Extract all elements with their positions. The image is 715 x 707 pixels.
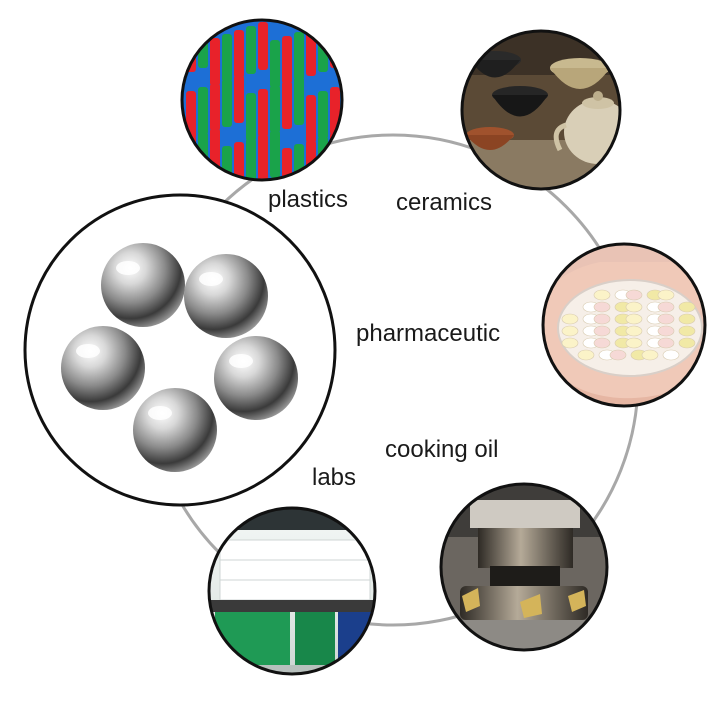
- label-labs: labs: [312, 464, 357, 491]
- pharmaceutic-image: [543, 244, 705, 406]
- steel-ball: [214, 336, 298, 420]
- label-pharmaceutic: pharmaceutic: [356, 320, 501, 347]
- steel-ball: [61, 326, 145, 410]
- steel-ball: [184, 254, 268, 338]
- steel-ball: [101, 243, 185, 327]
- label-cooking-oil: cooking oil: [385, 436, 499, 463]
- steel-ball: [133, 388, 217, 472]
- label-ceramics: ceramics: [396, 189, 493, 216]
- labs-image: [209, 508, 375, 674]
- ceramics-image: [462, 31, 620, 189]
- label-plastics: plastics: [268, 186, 349, 213]
- steel-balls-image: [25, 195, 335, 505]
